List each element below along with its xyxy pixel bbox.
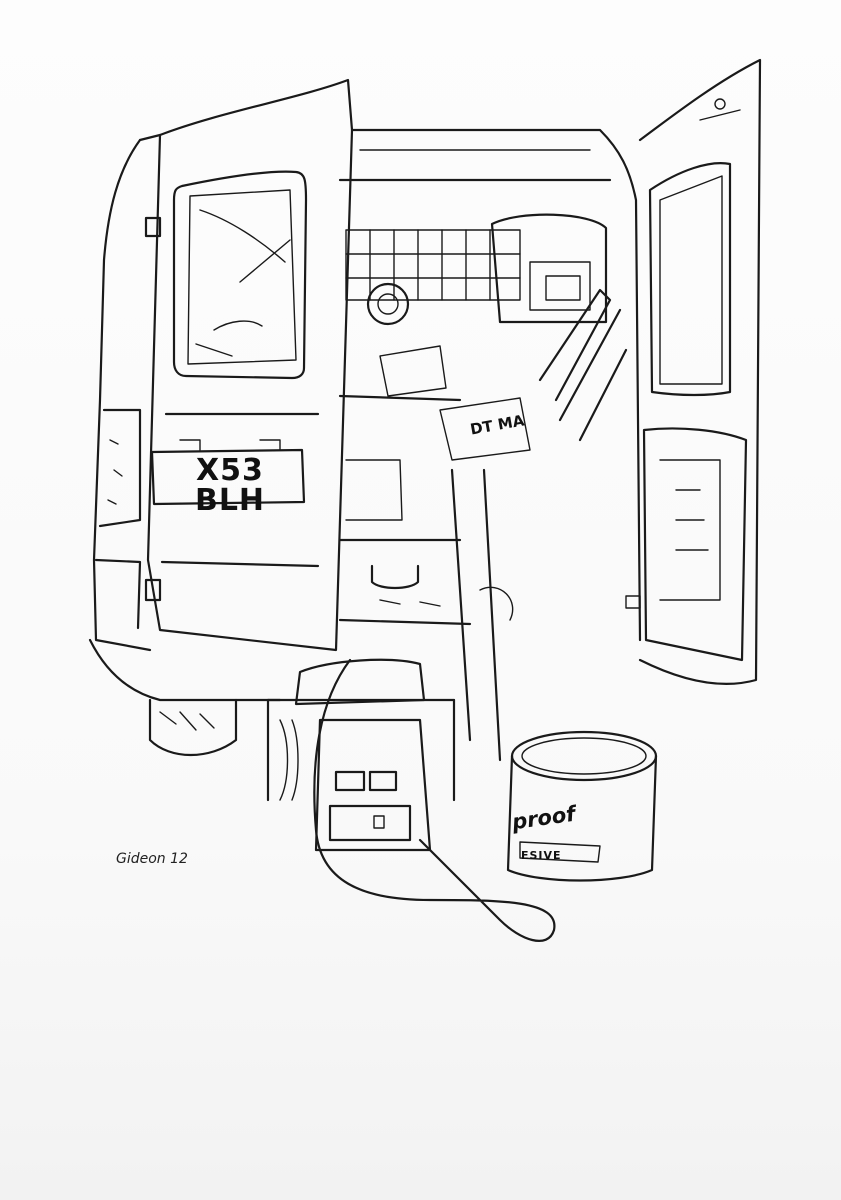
artist-signature: Gideon 12 [116, 851, 188, 867]
paint-tin [506, 730, 658, 882]
right-door [625, 58, 762, 686]
pressure-washer [266, 658, 556, 942]
van-interior [338, 128, 642, 762]
license-plate: X53 BLH [194, 453, 266, 518]
van-body-left [88, 138, 282, 756]
paint-tin-sublabel: ESIVE [521, 849, 562, 862]
left-door [138, 78, 354, 652]
